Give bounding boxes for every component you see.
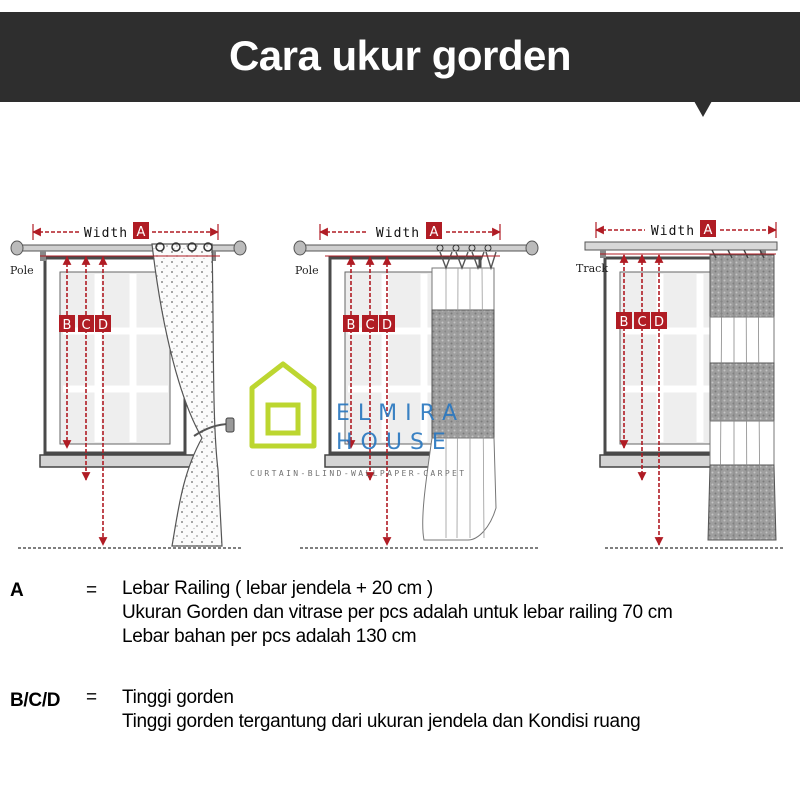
brand-name-line2: HOUSE (336, 430, 454, 455)
window-diagram-1 (10, 240, 247, 549)
height-marker-b: B (347, 318, 356, 333)
mount-label-3: Track (576, 262, 608, 275)
legend-line-a-1: Lebar Railing ( lebar jendela + 20 cm ) (122, 578, 433, 599)
mount-label-1: Pole (10, 264, 34, 277)
width-measure-2: Width A (319, 222, 501, 241)
width-measure-3: Width A (595, 220, 777, 239)
height-measure-2: B C D (325, 255, 500, 546)
window-diagram-3 (584, 241, 785, 549)
brand-watermark: ELMIRA HOUSE CURTAIN-BLIND-WALLPAPER-CAR… (249, 361, 467, 478)
side-curtain (151, 242, 235, 547)
curtain-measurement-diagram: Width A Width A Width A B C D (10, 220, 785, 549)
legend-line-a-3: Lebar bahan per pcs adalah 130 cm (122, 626, 417, 647)
height-marker-c: C (365, 318, 374, 333)
legend-line-bcd-1: Tinggi gorden (122, 687, 234, 708)
height-marker-d: D (382, 318, 392, 333)
width-measure-1: Width A (32, 222, 219, 241)
height-measure-3: B C D (600, 253, 776, 546)
curtain-pole (10, 240, 247, 261)
legend-equals-a: = (86, 580, 97, 601)
width-marker: A (430, 225, 439, 240)
brand-name-line1: ELMIRA (336, 401, 465, 426)
legend-label-a: A (10, 580, 24, 601)
height-marker-d: D (654, 315, 664, 330)
height-marker-b: B (63, 318, 72, 333)
height-marker-d: D (98, 318, 108, 333)
width-marker: A (704, 223, 713, 238)
width-label: Width (84, 226, 128, 241)
mount-label-2: Pole (295, 264, 319, 277)
house-logo-icon (249, 361, 317, 449)
height-marker-b: B (620, 315, 629, 330)
legend-line-bcd-2: Tinggi gorden tergantung dari ukuran jen… (122, 711, 641, 732)
title-banner (0, 12, 800, 102)
window-diagram-2 (293, 240, 540, 549)
banner-notch (694, 101, 712, 117)
height-marker-c: C (637, 315, 646, 330)
page-title: Cara ukur gorden (228, 32, 572, 79)
center-curtain-panel (707, 249, 777, 541)
height-marker-c: C (81, 318, 90, 333)
center-curtain-panel (422, 244, 497, 541)
legend-equals-bcd: = (86, 687, 97, 708)
width-label: Width (651, 224, 695, 239)
brand-tagline: CURTAIN-BLIND-WALLPAPER-CARPET (250, 469, 467, 478)
width-marker: A (137, 225, 146, 240)
height-measure-1: B C D (40, 255, 220, 546)
curtain-pole (293, 240, 539, 256)
width-label: Width (376, 226, 420, 241)
legend-label-bcd: B/C/D (10, 690, 61, 711)
legend-line-a-2: Ukuran Gorden dan vitrase per pcs adalah… (122, 602, 673, 623)
